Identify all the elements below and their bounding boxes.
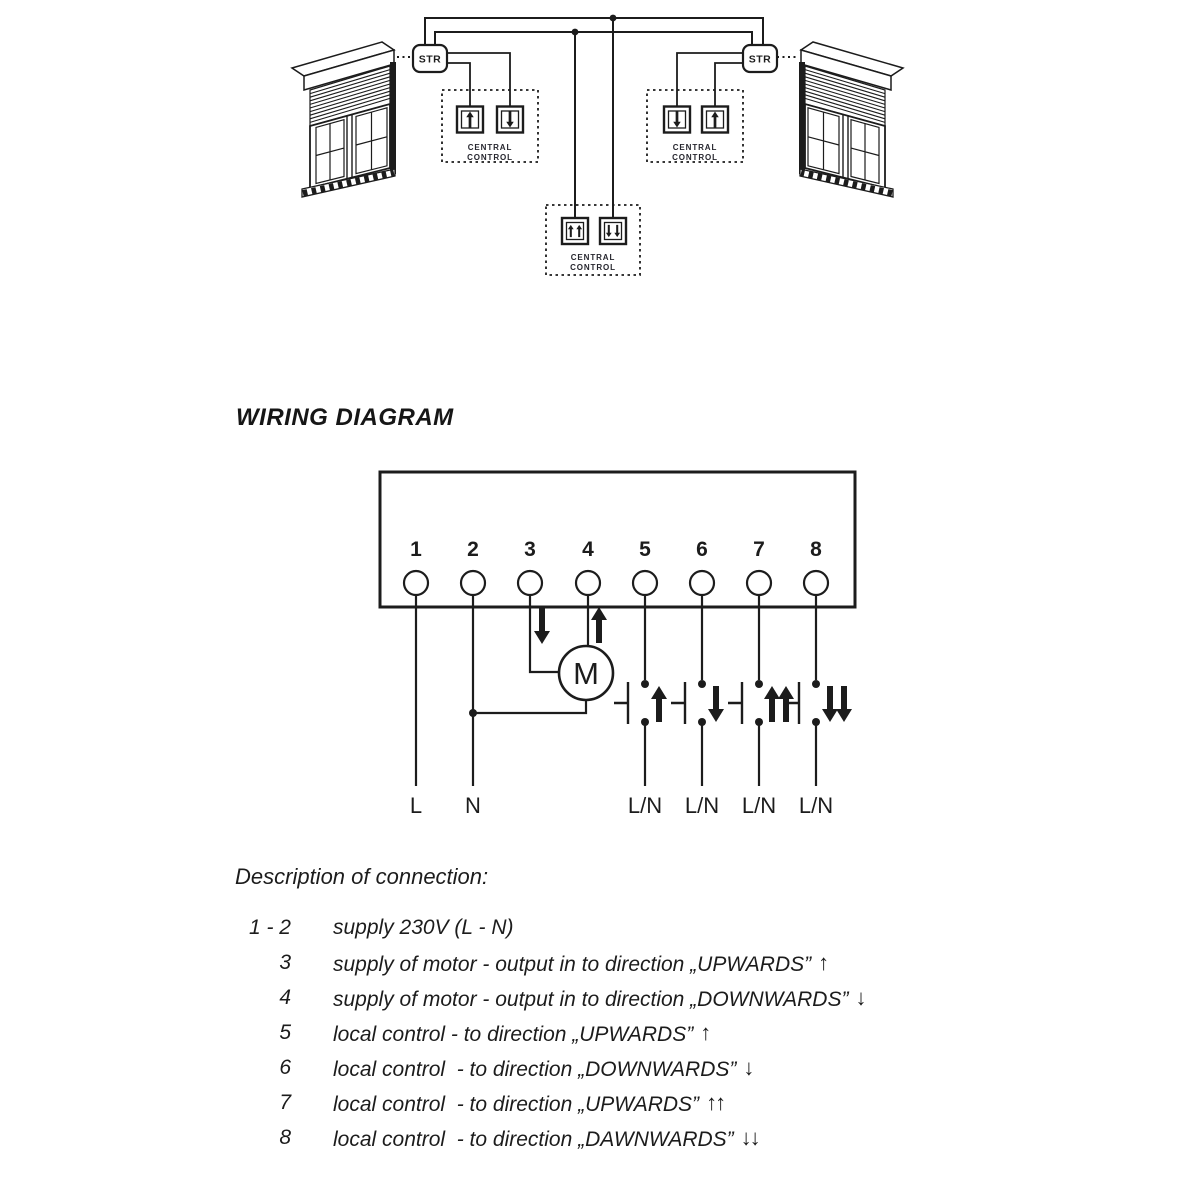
- switch-terminal-8-double-down: [785, 595, 852, 786]
- terminal-number-1: 1: [410, 538, 422, 561]
- connection-text: local control - to direction „UPWARDS”↑↑: [333, 1090, 726, 1116]
- motor-label: M: [573, 656, 599, 691]
- description-row: 6 local control - to direction „DOWNWARD…: [235, 1055, 995, 1091]
- controller-body: [378, 470, 857, 609]
- direction-arrows: ↑: [700, 1020, 711, 1045]
- description-row: 5 local control - to direction „UPWARDS”…: [235, 1020, 995, 1056]
- wire: [447, 62, 471, 106]
- central-control-label: CONTROL: [672, 153, 718, 162]
- terminal-ref: 3: [279, 951, 291, 974]
- terminal-number-5: 5: [639, 538, 651, 561]
- central-control-bottom: CENTRAL CONTROL: [545, 204, 641, 276]
- up-arrow-icon: [764, 686, 780, 722]
- roller-shutter-window-right: [799, 42, 903, 197]
- terminal-ref: 4: [279, 986, 291, 1009]
- terminal-numbers: 1 2 3 4 5 6 7 8: [410, 538, 822, 561]
- description-row: 7 local control - to direction „UPWARDS”…: [235, 1090, 995, 1126]
- description-heading: Description of connection:: [235, 864, 489, 889]
- up-arrow-icon: [651, 686, 667, 722]
- terminal-number-2: 2: [467, 538, 479, 561]
- terminal-ref: 6: [279, 1056, 291, 1079]
- description-of-connection: Description of connection: 1 - 2 supply …: [235, 864, 995, 1161]
- switch-terminal-5-up: [614, 595, 667, 786]
- junction-dot: [469, 709, 477, 717]
- connection-text: local control - to direction „DOWNWARDS”…: [333, 1055, 754, 1081]
- central-control-label: CENTRAL: [571, 253, 616, 262]
- motor: M: [557, 644, 615, 702]
- up-arrow-icon: [591, 607, 607, 643]
- roller-shutter-window-left: [292, 42, 396, 197]
- connection-text: local control - to direction „UPWARDS”↑: [333, 1020, 711, 1046]
- direction-arrows: ↑↑: [706, 1090, 726, 1115]
- wire: [447, 52, 511, 106]
- terminal-ref: 1 - 2: [248, 916, 291, 939]
- down-arrow-icon: [822, 686, 838, 722]
- direction-arrows: ↓: [743, 1055, 754, 1080]
- label-L: L: [410, 793, 422, 818]
- description-row: 8 local control - to direction „DAWNWARD…: [235, 1125, 995, 1161]
- down-arrow-icon: [708, 686, 724, 722]
- connection-text: supply of motor - output in to direction…: [333, 985, 866, 1011]
- label-LN: L/N: [628, 793, 662, 818]
- label-LN: L/N: [685, 793, 719, 818]
- down-button: [662, 105, 692, 134]
- wiring-diagram-title: WIRING DIAGRAM: [236, 404, 454, 431]
- wire: [676, 52, 743, 106]
- central-control-right: CENTRAL CONTROL: [646, 89, 744, 163]
- down-button: [495, 105, 525, 134]
- direction-arrows: ↓↓: [740, 1125, 761, 1150]
- description-row: 1 - 2 supply 230V (L - N): [235, 916, 995, 951]
- down-arrow-icon: [534, 608, 550, 644]
- connection-text: local control - to direction „DAWNWARDS”…: [333, 1125, 761, 1151]
- label-N: N: [465, 793, 481, 818]
- str-controller-left: STR: [411, 43, 449, 74]
- switch-terminal-6-down: [671, 595, 724, 786]
- direction-arrows: ↓: [855, 985, 866, 1010]
- terminal-number-7: 7: [753, 538, 765, 561]
- bus-wires: [424, 14, 764, 218]
- description-row: 3 supply of motor - output in to directi…: [235, 950, 995, 986]
- terminal-number-6: 6: [696, 538, 708, 561]
- terminal-ref: 5: [279, 1021, 291, 1044]
- terminal-ref: 7: [279, 1091, 291, 1114]
- switch-terminal-7-double-up: [728, 595, 794, 786]
- str-label: STR: [419, 54, 442, 66]
- double-up-button: [560, 216, 590, 246]
- description-row: 4 supply of motor - output in to directi…: [235, 985, 995, 1021]
- up-button: [700, 105, 730, 134]
- installation-diagram: STR STR CENTRAL CONTROL: [0, 14, 1200, 276]
- wiring-diagram: 1 2 3 4 5 6 7 8: [378, 470, 857, 818]
- connection-text: supply of motor - output in to direction…: [333, 950, 829, 976]
- terminal-number-8: 8: [810, 538, 822, 561]
- terminal-number-3: 3: [524, 538, 536, 561]
- down-arrow-icon: [836, 686, 852, 722]
- str-controller-right: STR: [741, 43, 779, 74]
- terminal-ref: 8: [279, 1126, 291, 1149]
- terminal-number-4: 4: [582, 538, 594, 561]
- wire-terminal-3-motor: [528, 595, 559, 674]
- str-label: STR: [749, 54, 772, 66]
- label-LN: L/N: [742, 793, 776, 818]
- direction-arrows: ↑: [818, 950, 829, 975]
- wire: [714, 62, 743, 106]
- terminal-circles: [402, 569, 830, 597]
- label-LN: L/N: [799, 793, 833, 818]
- central-control-label: CENTRAL: [468, 143, 513, 152]
- central-control-label: CENTRAL: [673, 143, 718, 152]
- connection-text: supply 230V (L - N): [333, 916, 514, 939]
- central-control-label: CONTROL: [467, 153, 513, 162]
- central-control-label: CONTROL: [570, 263, 616, 272]
- up-button: [455, 105, 485, 134]
- wire-labels: L N L/N L/N L/N L/N: [410, 793, 833, 818]
- wire-motor-neutral: [473, 700, 588, 715]
- central-control-left: CENTRAL CONTROL: [441, 89, 539, 163]
- double-down-button: [598, 216, 628, 246]
